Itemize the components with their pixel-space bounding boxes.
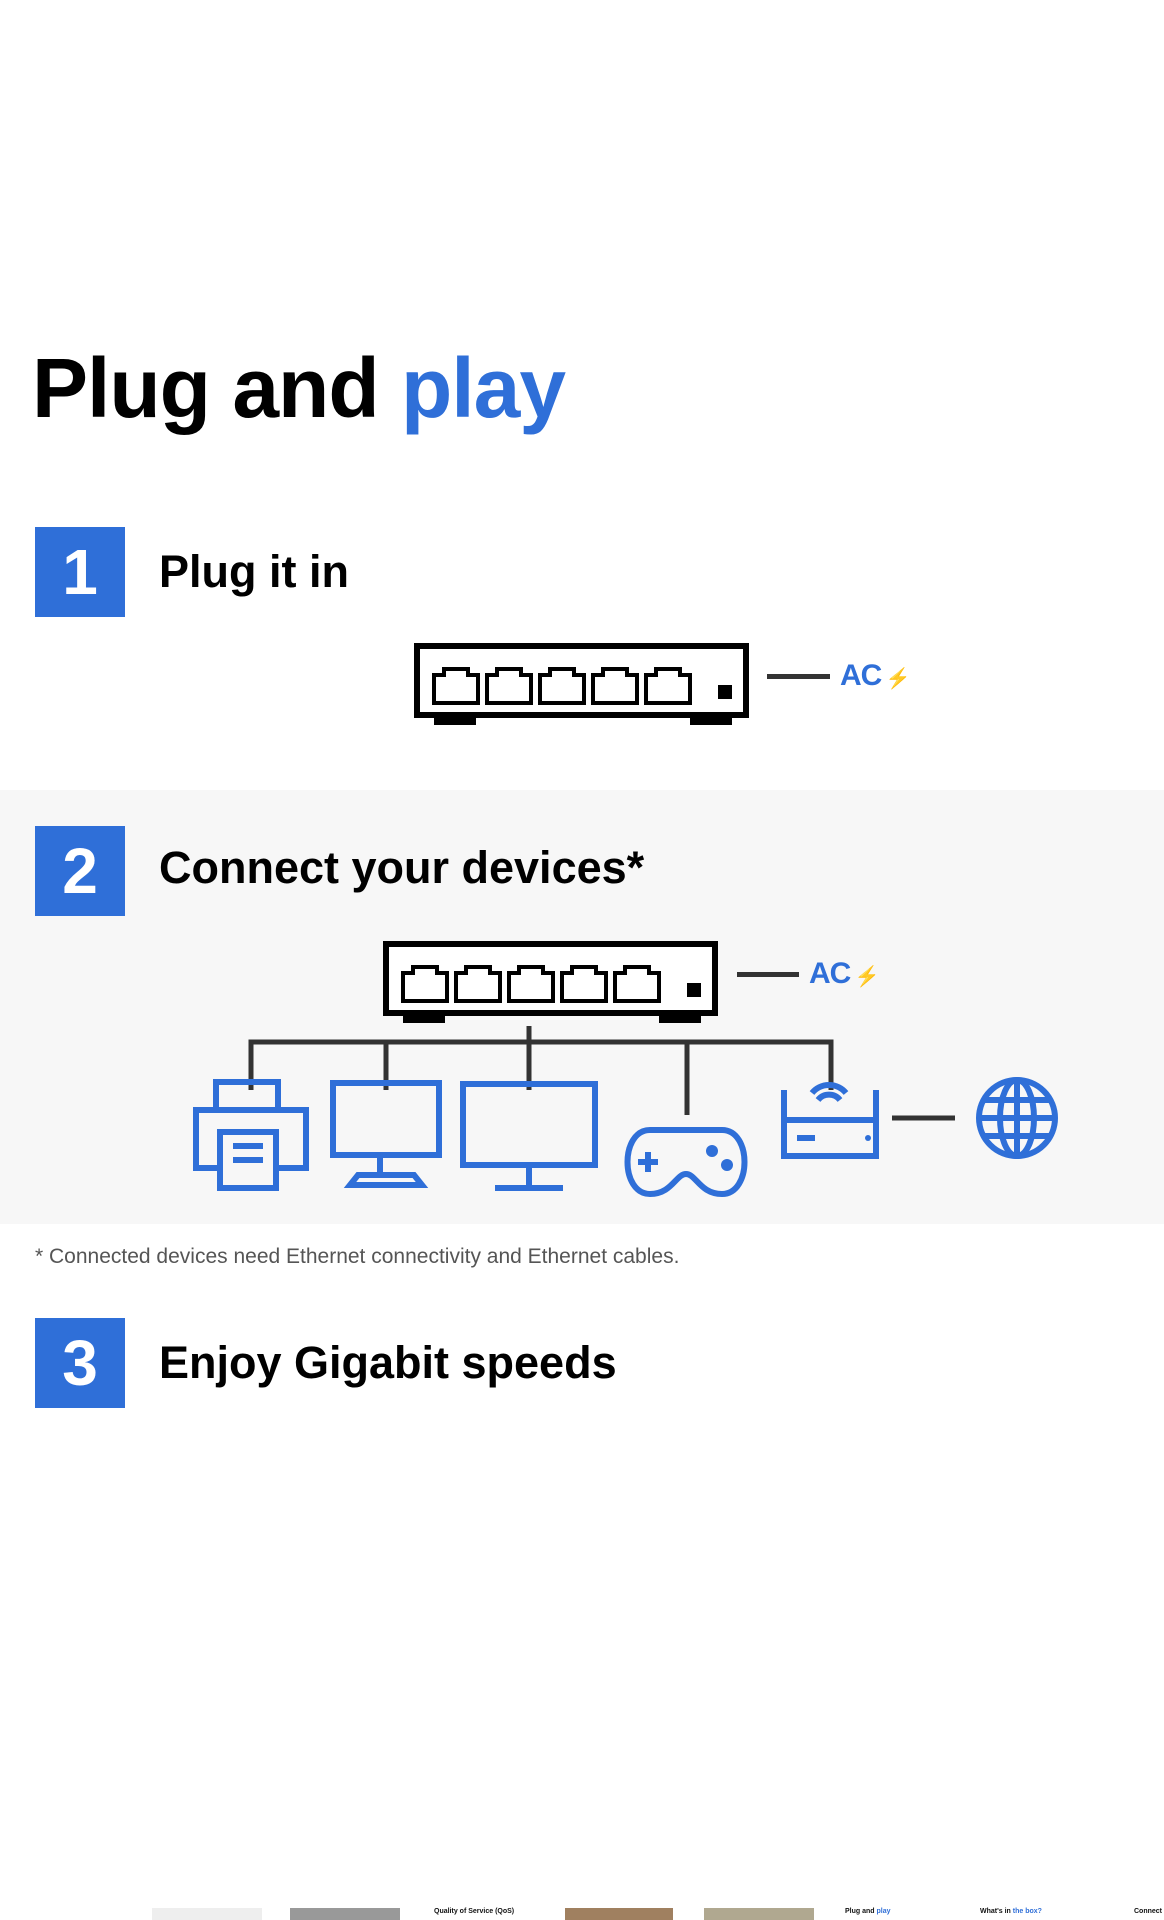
footnote: * Connected devices need Ethernet connec… [35,1245,680,1268]
gamepad-icon [624,1127,748,1198]
thumbnail[interactable]: What's in the box? [980,1908,1042,1920]
thumbnail-label: Connect [1134,1908,1162,1915]
title-text: Plug and [32,341,401,435]
thumbnail[interactable] [290,1908,400,1920]
ac-power-label: AC ⚡ [840,659,911,693]
thumbnail-label: What's in [980,1908,1013,1915]
ac-text: AC [840,659,882,692]
step-2-label: Connect your devices* [159,842,645,893]
thumbnail-label: the box? [1012,1908,1042,1915]
tv-monitor-icon [460,1081,598,1191]
thumbnail-strip: Quality of Service (QoS) Plug and play W… [0,1908,1164,1920]
step-3-badge: 3 [35,1318,125,1408]
switch-icon [414,643,749,725]
power-cable [737,972,799,977]
globe-icon [976,1077,1058,1159]
step-2-badge: 2 [35,826,125,916]
step-1-badge: 1 [35,527,125,617]
thumbnail[interactable]: Quality of Service (QoS) [434,1908,514,1920]
lightning-icon: ⚡ [850,966,880,988]
router-icon [781,1081,879,1159]
page-title: Plug and play [32,340,566,437]
cable-tree [248,1026,955,1121]
thumbnail-label: Quality of Service (QoS) [434,1908,515,1915]
thumbnail[interactable] [565,1908,673,1920]
network-diagram [193,1026,1058,1198]
ac-text: AC [809,957,851,990]
ac-power-label: AC ⚡ [809,957,880,991]
thumbnail[interactable] [152,1908,262,1920]
thumbnail-label: Plug and [845,1908,877,1915]
desktop-monitor-icon [330,1080,442,1188]
lightning-icon: ⚡ [881,668,911,690]
thumbnail[interactable]: Plug and play [845,1908,891,1920]
title-highlight: play [401,341,566,435]
thumbnail[interactable] [704,1908,814,1920]
printer-icon [193,1079,309,1191]
switch-icon [383,941,718,1023]
step-3-label: Enjoy Gigabit speeds [159,1337,617,1388]
thumbnail[interactable]: Connect [1134,1908,1162,1920]
thumbnail-label: play [876,1908,891,1915]
step-1-label: Plug it in [159,546,349,597]
power-cable [767,674,830,679]
